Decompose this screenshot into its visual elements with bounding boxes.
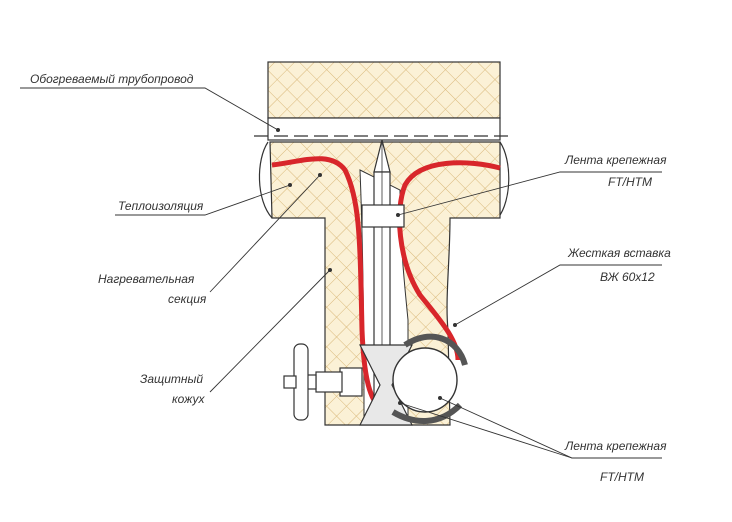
leader-heated-pipe: [20, 87, 279, 131]
leader-dot: [438, 396, 442, 400]
label-band-top-1: Лента крепежная: [564, 153, 667, 167]
band-clamp-bottom: [391, 402, 463, 425]
heating-cable-left: [271, 156, 393, 418]
handwheel-nut: [283, 375, 297, 389]
leader-insulation: [115, 184, 291, 216]
label-heating-section-1: Нагревательная: [98, 272, 195, 286]
valve-packing: [339, 367, 363, 397]
label-band-bottom-2: FT/HTM: [600, 470, 644, 484]
label-heated-pipe: Обогреваемый трубопровод: [30, 72, 194, 86]
pipe-body: [267, 117, 501, 141]
label-insert-2: ВЖ 60х12: [600, 270, 655, 284]
leader-protective-cover: [209, 269, 331, 393]
label-protective-cover-1: Защитный: [140, 372, 203, 386]
pipe-cut-left: [258, 141, 273, 219]
leader-dot: [328, 268, 332, 272]
leader-insert: [454, 264, 662, 326]
label-heating-section-2: секция: [168, 292, 207, 306]
band-clamp-top: [361, 204, 405, 228]
leader-heating-section: [209, 174, 321, 293]
label-protective-cover-2: кожух: [172, 392, 205, 406]
pipe-cut-right: [497, 141, 510, 219]
label-insulation: Теплоизоляция: [118, 199, 204, 213]
leader-band-bottom-b: [399, 402, 573, 459]
leader-dot: [398, 401, 402, 405]
valve-stem: [315, 371, 343, 393]
leader-dot: [276, 128, 280, 132]
label-insert-1: Жесткая вставка: [567, 246, 671, 260]
label-band-top-2: FT/HTM: [608, 175, 652, 189]
leader-dot: [396, 213, 400, 217]
leader-dot: [453, 323, 457, 327]
label-band-bottom-1: Лента крепежная: [564, 439, 667, 453]
rigid-insert-ring: [403, 333, 468, 366]
valve-ball: [392, 347, 458, 413]
leader-band-top: [397, 171, 662, 216]
leader-dot: [318, 173, 322, 177]
leader-dot: [288, 183, 292, 187]
pipe-insulation-top: [267, 61, 501, 119]
